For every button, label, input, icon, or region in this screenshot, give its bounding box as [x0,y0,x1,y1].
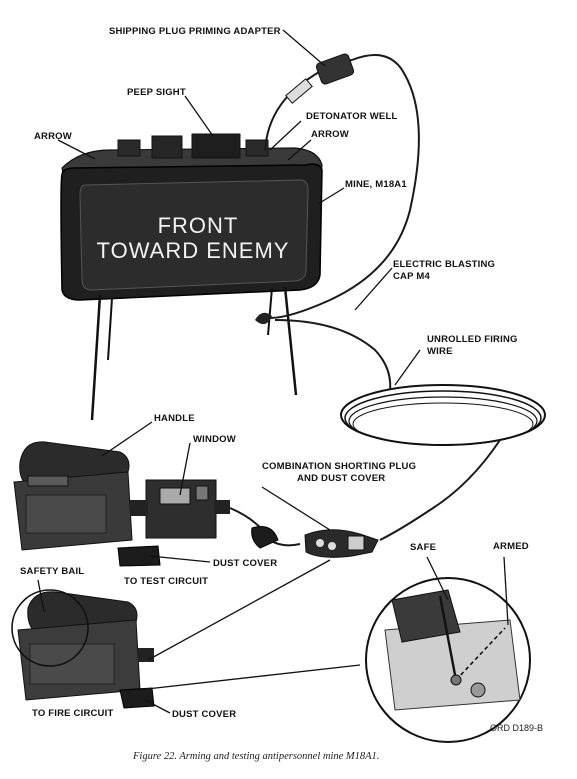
shipping-plug-priming-adapter [285,53,355,104]
label-window: WINDOW [193,434,236,445]
mine-leg-rear-right [267,287,273,336]
label-mine: MINE, M18A1 [345,179,407,190]
firing-device-test [13,441,301,567]
label-armed: ARMED [493,541,529,552]
firing-device-fire [11,589,155,709]
label-firing-wire-line1: UNROLLED FIRING [427,334,518,345]
label-dust-cover-upper: DUST COVER [213,558,277,569]
mine-m18a1: FRONT TOWARD ENEMY [60,133,323,421]
electric-blasting-cap [255,312,272,325]
label-shipping-plug: SHIPPING PLUG PRIMING ADAPTER [109,26,281,37]
label-shorting-plug-line2: AND DUST COVER [297,473,385,484]
label-safe: SAFE [410,542,436,553]
label-to-test-circuit: TO TEST CIRCUIT [124,576,208,587]
label-arrow-right: ARROW [311,129,349,140]
blasting-cap-lead [269,54,420,319]
combination-shorting-plug [304,529,379,558]
safety-bail-highlight [11,589,89,667]
label-shorting-plug-line1: COMBINATION SHORTING PLUG [262,461,416,472]
mine-leg-front-right [283,286,298,396]
firing-wire-lead-lower [379,439,501,541]
firing-wire-lead-upper [274,319,392,391]
mine-leg-rear-left [107,297,113,361]
label-handle: HANDLE [154,413,195,424]
label-blasting-cap-line2: CAP M4 [393,271,430,282]
label-detonator-well: DETONATOR WELL [306,111,397,122]
firing-wire-coil [340,384,546,446]
label-to-fire-circuit: TO FIRE CIRCUIT [32,708,113,719]
figure-caption: Figure 22. Arming and testing antiperson… [132,751,379,762]
bail-safe-position [438,595,458,681]
mine-face-text-front: FRONT [158,213,239,238]
label-peep-sight: PEEP SIGHT [127,87,186,98]
figure-code: ORD D189-B [490,723,543,733]
bail-armed-position [455,627,506,681]
safety-bail-detail [365,577,531,743]
label-blasting-cap-line1: ELECTRIC BLASTING [393,259,495,270]
label-firing-wire-line2: WIRE [427,346,453,357]
label-safety-bail: SAFETY BAIL [20,566,84,577]
label-arrow-left: ARROW [34,131,72,142]
mine-face-text-toward-enemy: TOWARD ENEMY [97,238,290,263]
label-dust-cover-lower: DUST COVER [172,709,236,720]
mine-leg-front-left [90,294,102,421]
